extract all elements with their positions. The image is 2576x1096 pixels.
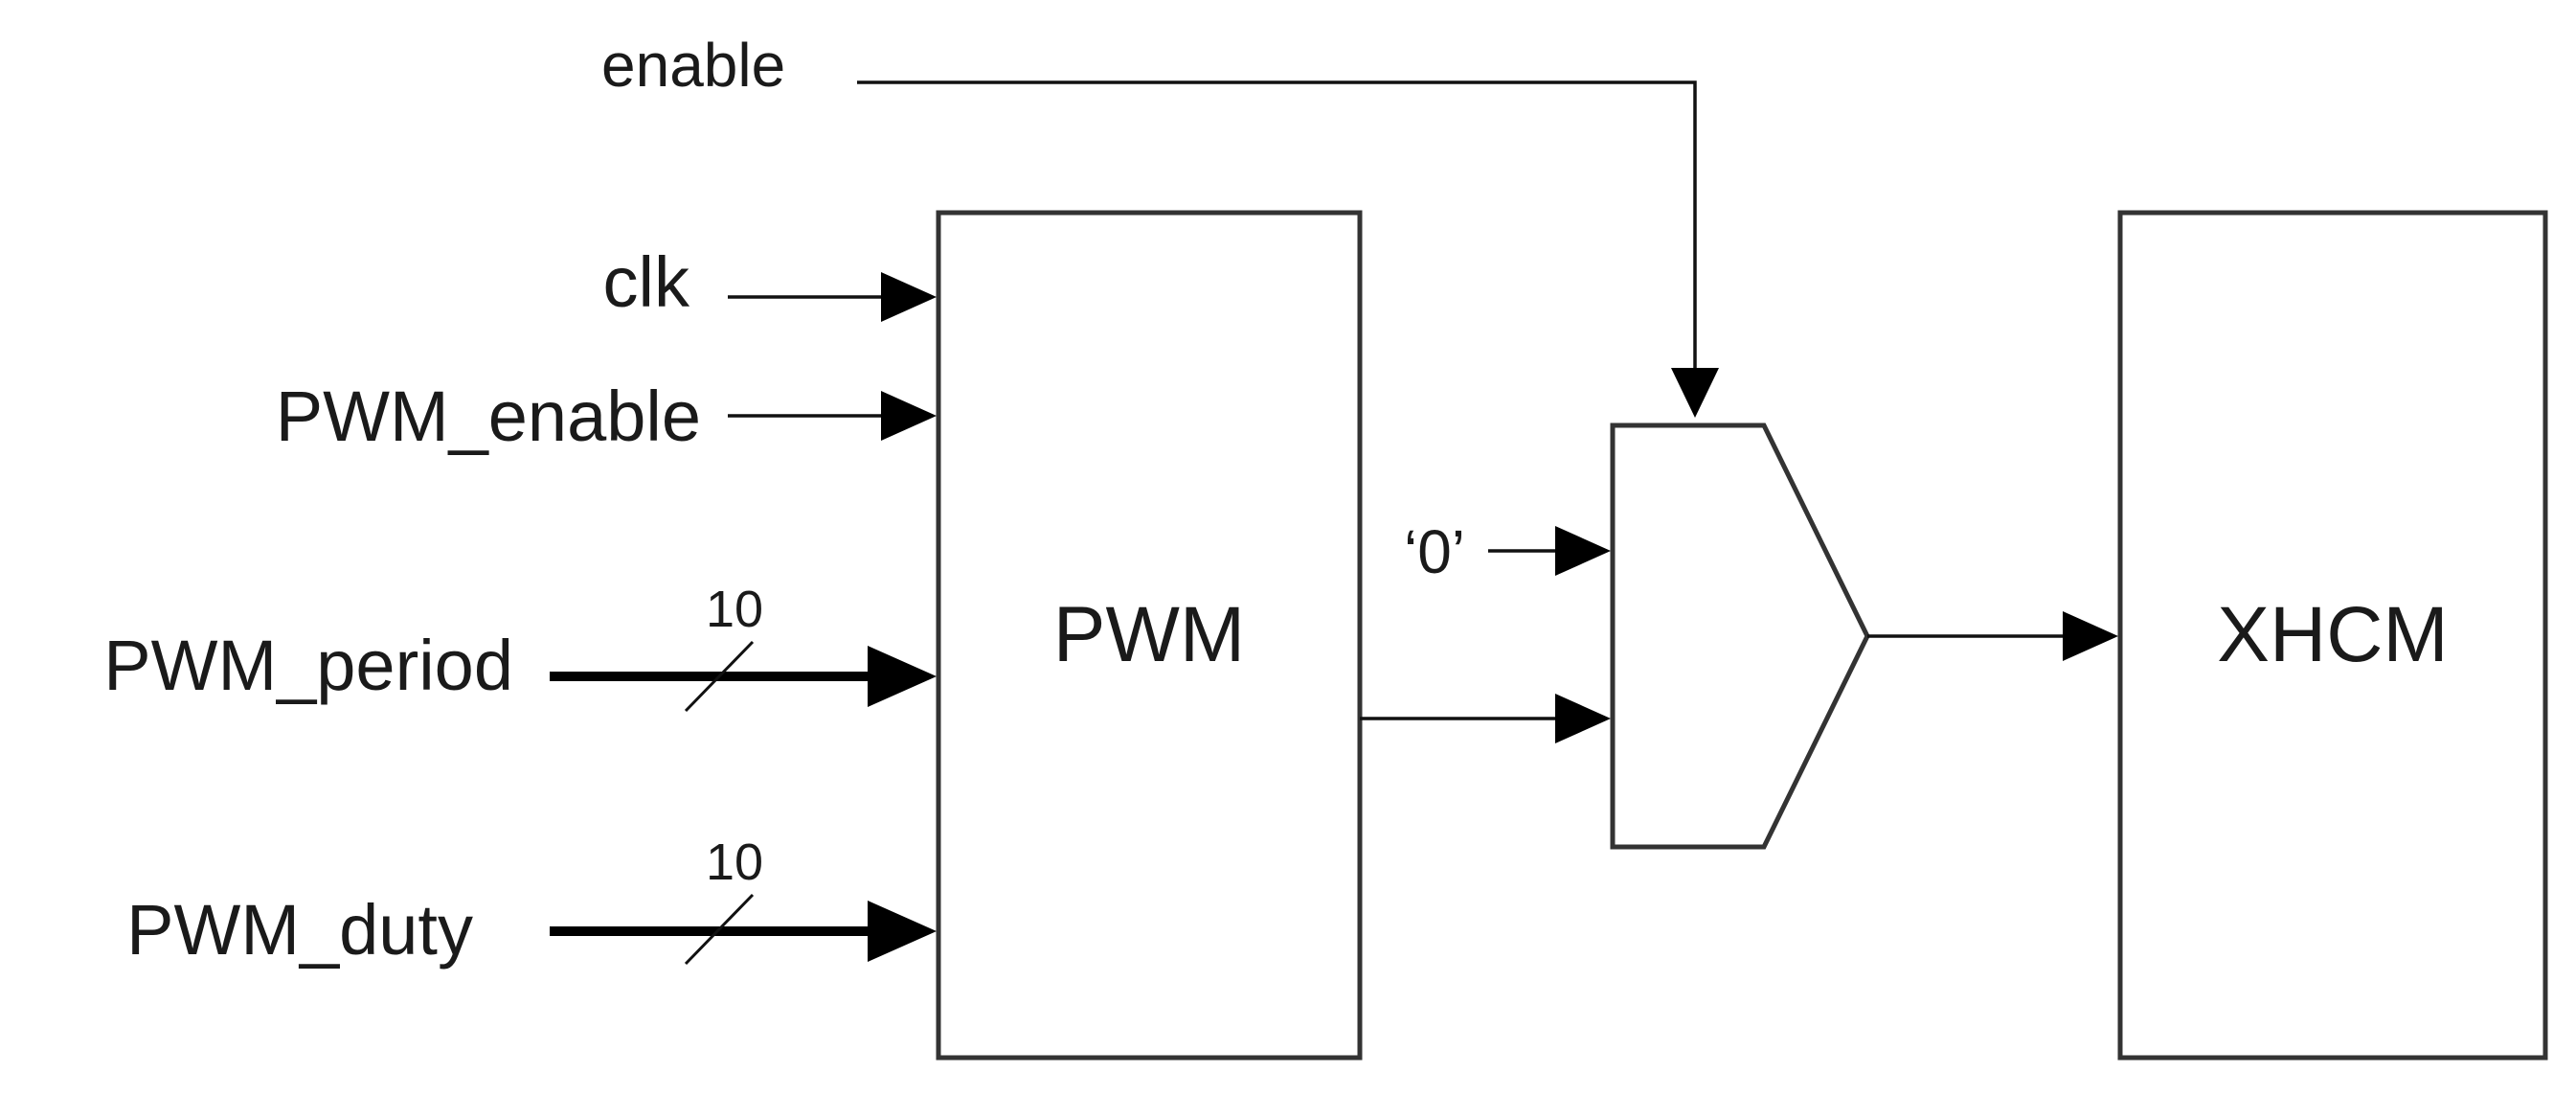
pwm-enable-arrowhead — [881, 391, 937, 441]
pwm-period-label: PWM_period — [103, 626, 513, 705]
mux-block — [1610, 422, 1870, 850]
pwm-duty-arrowhead — [868, 901, 937, 962]
pwm-block-label: PWM — [1053, 591, 1245, 678]
pwm-duty-bus-slash — [684, 893, 755, 966]
const-zero-label: ‘0’ — [1404, 517, 1465, 586]
pwm-enable-label: PWM_enable — [276, 377, 701, 456]
pwm-duty-width-label: 10 — [706, 833, 763, 891]
xhcm-block-label: XHCM — [2217, 591, 2448, 678]
clk-label: clk — [603, 242, 690, 322]
pwm-output-arrowhead — [1555, 694, 1611, 743]
pwm-period-bus-slash — [684, 640, 755, 713]
pwm-block — [936, 210, 1363, 1061]
xhcm-block — [2117, 210, 2548, 1061]
enable-label: enable — [601, 31, 785, 100]
pwm-duty-label: PWM_duty — [126, 890, 473, 970]
enable-wire — [857, 80, 1697, 370]
mux-output-arrowhead — [2063, 611, 2118, 661]
const-zero-arrowhead — [1555, 526, 1611, 576]
enable-arrowhead — [1671, 368, 1719, 418]
pwm-period-arrowhead — [868, 646, 937, 707]
pwm-period-width-label: 10 — [706, 581, 763, 638]
clk-arrowhead — [881, 272, 937, 322]
